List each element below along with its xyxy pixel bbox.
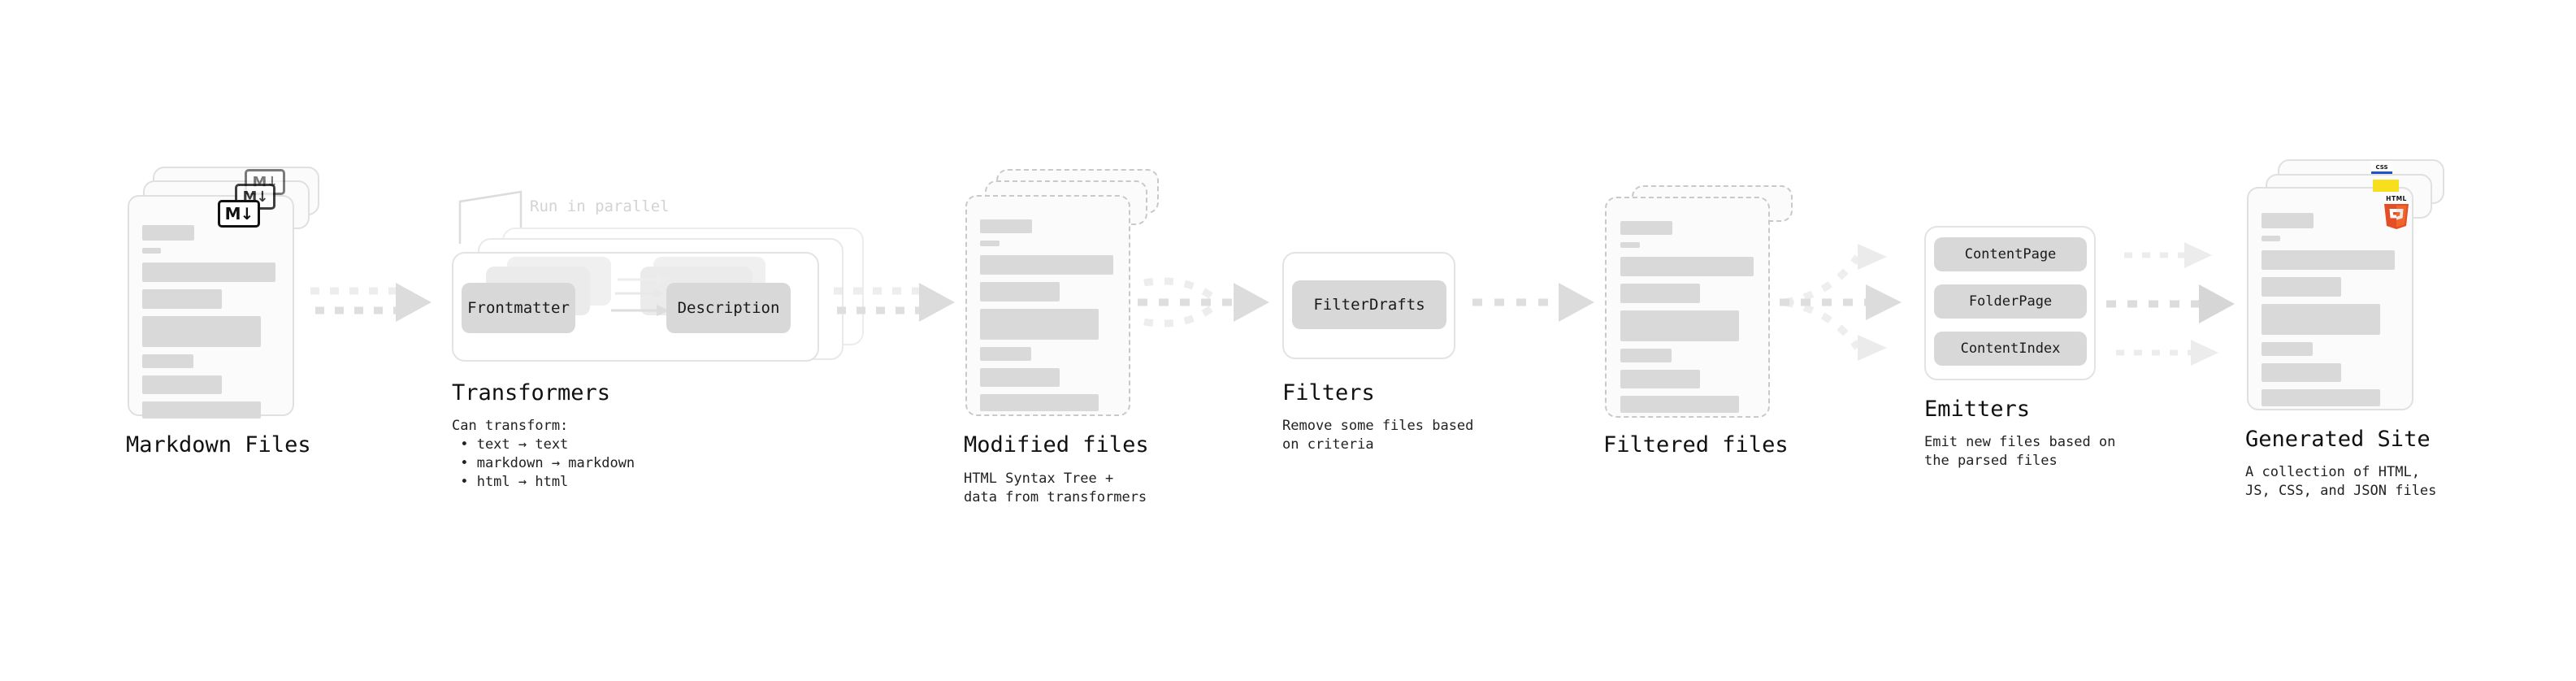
css-badge-label: CSS <box>2375 164 2388 171</box>
content-line <box>980 394 1099 411</box>
content-line <box>142 289 222 309</box>
arrowhead <box>2184 242 2212 268</box>
arrowhead <box>2191 340 2218 366</box>
content-line <box>980 219 1032 233</box>
arrowhead <box>1858 244 1887 270</box>
js-badge <box>2373 180 2399 192</box>
content-line <box>2262 342 2313 356</box>
content-line <box>1620 257 1754 276</box>
stage-subtitle-modified-files: HTML Syntax Tree + data from transformer… <box>964 471 1147 505</box>
stage-title-emitters: Emitters <box>1924 397 2031 422</box>
content-line <box>980 347 1031 361</box>
content-line <box>980 282 1060 301</box>
content-line <box>980 309 1099 340</box>
content-line <box>142 354 193 368</box>
content-line <box>142 316 261 347</box>
content-line <box>1620 221 1672 235</box>
arrowhead <box>1234 283 1269 322</box>
content-line <box>2262 213 2314 228</box>
document-content-lines <box>1620 221 1759 420</box>
chip-filterdrafts[interactable]: FilterDrafts <box>1292 280 1446 329</box>
arrowhead <box>2199 284 2235 323</box>
stage-title-transformers: Transformers <box>452 380 611 406</box>
css-badge: CSS <box>2371 161 2392 174</box>
content-line <box>142 262 275 282</box>
stage-subtitle-emitters: Emit new files based on the parsed files <box>1924 434 2116 469</box>
markdown-badge: M↓ <box>218 200 260 228</box>
document-content-lines <box>980 219 1118 419</box>
content-line <box>142 401 261 419</box>
content-line <box>980 241 1000 246</box>
arrowhead <box>919 283 955 322</box>
css-badge-underline <box>2371 171 2392 174</box>
content-line <box>142 225 194 241</box>
chip-contentpage[interactable]: ContentPage <box>1934 237 2087 271</box>
chip-description[interactable]: Description <box>666 283 791 333</box>
content-line <box>1620 349 1672 362</box>
content-line <box>1620 284 1700 303</box>
stage-title-filtered-files: Filtered files <box>1603 432 1789 458</box>
chip-frontmatter[interactable]: Frontmatter <box>462 283 575 333</box>
content-line <box>1620 370 1700 388</box>
stage-subtitle-generated-site: A collection of HTML, JS, CSS, and JSON … <box>2245 464 2437 499</box>
html5-badge: HTML <box>2384 195 2409 229</box>
arrowhead <box>1559 283 1594 322</box>
document-content-lines <box>142 225 280 426</box>
stage-title-generated-site: Generated Site <box>2245 427 2431 452</box>
content-line <box>2262 363 2341 382</box>
stage-subtitle-filters: Remove some files based on criteria <box>1282 418 1474 453</box>
chip-folderpage[interactable]: FolderPage <box>1934 284 2087 319</box>
content-line <box>1620 242 1640 248</box>
chip-contentindex[interactable]: ContentIndex <box>1934 332 2087 366</box>
arrowhead <box>1866 284 1902 320</box>
parallel-bracket <box>458 190 523 244</box>
stage-title-markdown-files: Markdown Files <box>126 432 311 458</box>
content-line <box>142 248 161 254</box>
content-line <box>980 255 1113 275</box>
content-line <box>2262 277 2341 297</box>
arrowhead <box>1858 335 1887 361</box>
content-line <box>1620 310 1739 341</box>
content-line <box>1620 396 1739 413</box>
stage-title-modified-files: Modified files <box>964 432 1149 458</box>
html5-badge-label: HTML <box>2386 195 2407 202</box>
content-line <box>2262 236 2280 241</box>
transformer-internal-arrows <box>611 275 670 316</box>
stage-title-filters: Filters <box>1282 380 1375 406</box>
content-line <box>2262 389 2380 406</box>
document-content-lines <box>2262 213 2400 414</box>
content-line <box>2262 304 2380 335</box>
parallel-note-label: Run in parallel <box>530 197 670 215</box>
content-line <box>142 375 222 394</box>
stage-subtitle-transformers: Can transform: • text → text • markdown … <box>452 418 635 490</box>
content-line <box>980 368 1060 387</box>
content-line <box>2262 250 2395 270</box>
